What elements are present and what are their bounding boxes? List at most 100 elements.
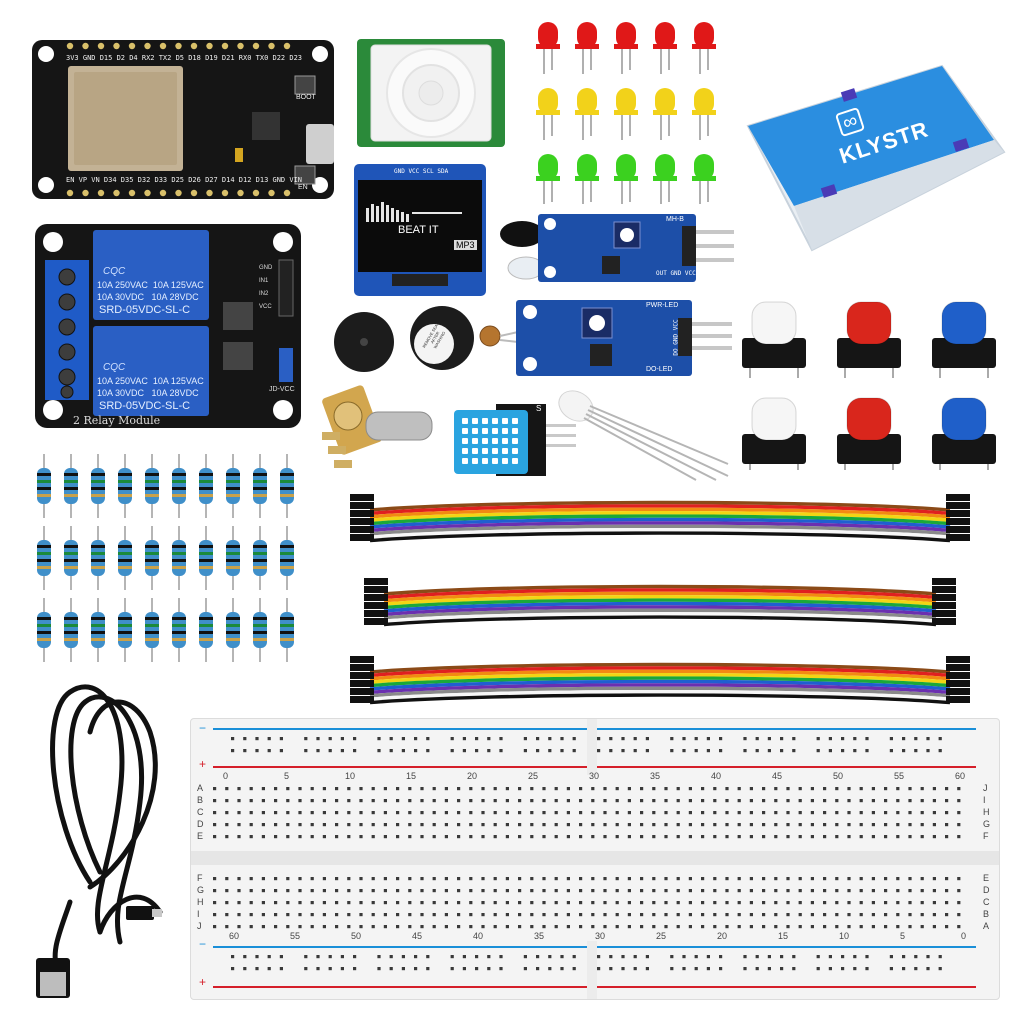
terminal-hole: [335, 787, 339, 791]
terminal-hole: [322, 811, 326, 815]
terminal-hole: [652, 901, 656, 905]
terminal-hole: [396, 787, 400, 791]
resistor: [172, 454, 186, 518]
relay-pin-in1: IN1: [259, 278, 269, 284]
led-yellow: [575, 88, 599, 140]
terminal-hole: [554, 835, 558, 839]
rail-hole: [694, 967, 698, 971]
terminal-hole: [261, 811, 265, 815]
terminal-hole: [640, 823, 644, 827]
terminal-hole: [737, 901, 741, 905]
terminal-hole: [469, 925, 473, 929]
terminal-hole: [835, 823, 839, 827]
terminal-hole: [737, 787, 741, 791]
relay-board-label: 2 Relay Module: [73, 414, 161, 427]
terminal-hole: [823, 925, 827, 929]
terminal-hole: [603, 877, 607, 881]
rail-hole: [572, 749, 576, 753]
terminal-hole: [408, 835, 412, 839]
rail-hole: [682, 955, 686, 959]
relay1-rating-line2: 10A 30VDC 10A 28VDC: [97, 292, 199, 302]
rail-hole: [780, 737, 784, 741]
terminal-hole: [762, 787, 766, 791]
terminal-hole: [798, 835, 802, 839]
esp32-boot-label: BOOT: [296, 94, 316, 101]
terminal-hole: [420, 925, 424, 929]
terminal-hole: [493, 787, 497, 791]
terminal-hole: [371, 925, 375, 929]
terminal-hole: [627, 877, 631, 881]
terminal-hole: [676, 889, 680, 893]
terminal-hole: [701, 913, 705, 917]
terminal-hole: [383, 889, 387, 893]
rail-hole: [536, 749, 540, 753]
terminal-hole: [591, 811, 595, 815]
rail-hole: [523, 967, 527, 971]
terminal-hole: [957, 877, 961, 881]
terminal-hole: [615, 889, 619, 893]
rail-hole: [426, 737, 430, 741]
rail-hole: [621, 955, 625, 959]
terminal-hole: [530, 823, 534, 827]
rail-hole: [853, 737, 857, 741]
terminal-hole: [945, 823, 949, 827]
rail-hole: [304, 737, 308, 741]
terminal-hole: [530, 835, 534, 839]
oled-display: GND VCC SCL SDA BEAT IT MP3: [352, 162, 488, 298]
dht11-vent: [502, 458, 508, 464]
terminal-hole: [749, 799, 753, 803]
rail-hole: [499, 737, 503, 741]
terminal-hole: [469, 823, 473, 827]
rail-hole: [865, 967, 869, 971]
terminal-hole: [688, 811, 692, 815]
row-letter: G: [983, 819, 991, 829]
esp32-pin-pad: [237, 42, 244, 50]
terminal-hole: [554, 877, 558, 881]
terminal-hole: [749, 925, 753, 929]
ir-sensor: MH-B OUT GND VCC: [498, 210, 738, 286]
terminal-hole: [640, 889, 644, 893]
terminal-hole: [725, 811, 729, 815]
dht11-vent: [502, 418, 508, 424]
terminal-hole: [261, 901, 265, 905]
terminal-hole: [420, 877, 424, 881]
led-red: [536, 22, 560, 74]
terminal-hole: [737, 925, 741, 929]
terminal-hole: [396, 877, 400, 881]
terminal-hole: [274, 811, 278, 815]
terminal-hole: [286, 799, 290, 803]
column-number: 10: [839, 931, 850, 941]
rail-hole: [828, 955, 832, 959]
terminal-hole: [347, 799, 351, 803]
terminal-hole: [481, 913, 485, 917]
terminal-hole: [530, 889, 534, 893]
terminal-hole: [518, 901, 522, 905]
terminal-hole: [286, 889, 290, 893]
terminal-hole: [347, 913, 351, 917]
relay2-brand: CQC: [103, 362, 126, 373]
terminal-hole: [530, 925, 534, 929]
terminal-hole: [579, 901, 583, 905]
terminal-hole: [249, 877, 253, 881]
esp32-pin-pad: [252, 42, 260, 50]
terminal-hole: [786, 901, 790, 905]
dht11-vent: [502, 428, 508, 434]
column-number: 35: [534, 931, 545, 941]
terminal-hole: [298, 925, 302, 929]
terminal-hole: [261, 913, 265, 917]
terminal-hole: [554, 823, 558, 827]
terminal-hole: [920, 877, 924, 881]
row-letter: I: [197, 909, 200, 919]
dht11-vent: [512, 438, 518, 444]
terminal-hole: [237, 799, 241, 803]
terminal-hole: [835, 799, 839, 803]
row-letter: D: [983, 885, 990, 895]
rail-hole: [499, 955, 503, 959]
terminal-hole: [274, 823, 278, 827]
rail-hole: [682, 749, 686, 753]
rail-hole: [792, 955, 796, 959]
terminal-hole: [530, 877, 534, 881]
esp32-pin-pad: [221, 42, 229, 50]
terminal-hole: [469, 877, 473, 881]
rail-hole: [633, 955, 637, 959]
